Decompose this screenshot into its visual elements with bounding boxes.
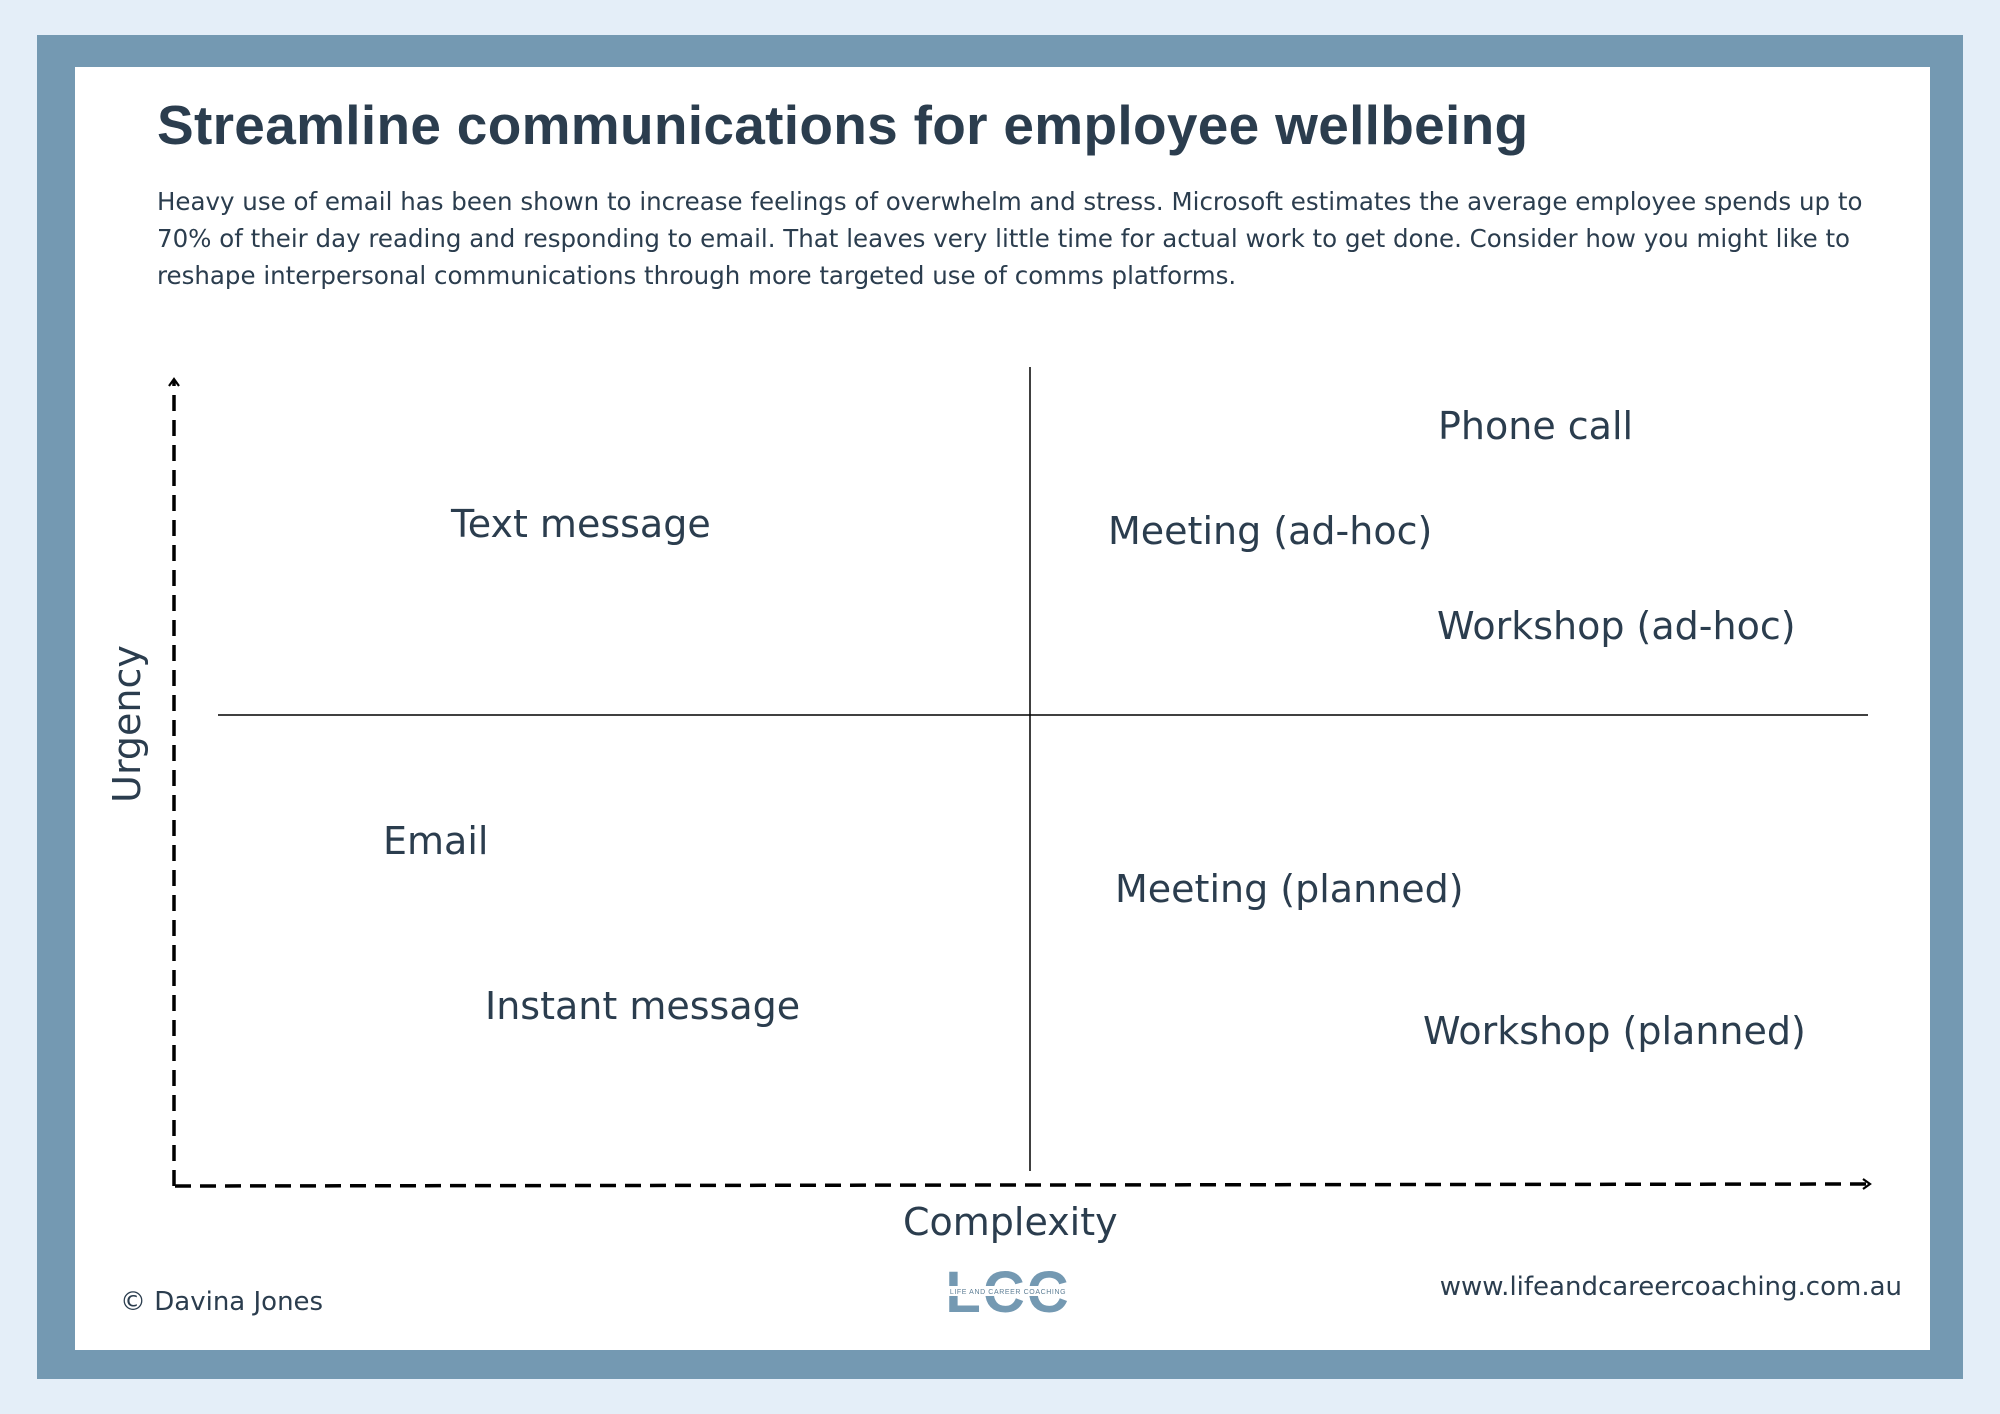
urgency-axis-label-text: Urgency bbox=[105, 645, 149, 803]
item-text-message: Text message bbox=[451, 502, 711, 546]
lcc-logo-graphic: LCC LIFE AND CAREER COACHING bbox=[943, 1260, 1073, 1325]
page-title: Streamline communications for employee w… bbox=[157, 94, 1529, 156]
copyright-notice: © Davina Jones bbox=[120, 1287, 324, 1317]
complexity-axis-arrow bbox=[174, 1178, 1872, 1190]
item-instant-message: Instant message bbox=[485, 984, 801, 1028]
item-workshop-adhoc: Workshop (ad-hoc) bbox=[1437, 604, 1796, 648]
item-meeting-adhoc: Meeting (ad-hoc) bbox=[1108, 509, 1433, 553]
item-workshop-planned: Workshop (planned) bbox=[1423, 1009, 1806, 1053]
item-meeting-planned: Meeting (planned) bbox=[1115, 867, 1464, 911]
content-card: Streamline communications for employee w… bbox=[75, 67, 1930, 1350]
item-email: Email bbox=[383, 819, 489, 863]
complexity-axis-label: Complexity bbox=[903, 1200, 1118, 1244]
item-phone-call: Phone call bbox=[1438, 404, 1634, 448]
matrix-axes bbox=[168, 367, 1872, 1190]
website-url: www.lifeandcareercoaching.com.au bbox=[1439, 1272, 1902, 1302]
lcc-logo: LCC LIFE AND CAREER COACHING bbox=[943, 1260, 1073, 1325]
intro-paragraph: Heavy use of email has been shown to inc… bbox=[157, 187, 1863, 290]
logo-tagline-band bbox=[943, 1286, 1073, 1296]
logo-tagline: LIFE AND CAREER COACHING bbox=[950, 1289, 1066, 1296]
